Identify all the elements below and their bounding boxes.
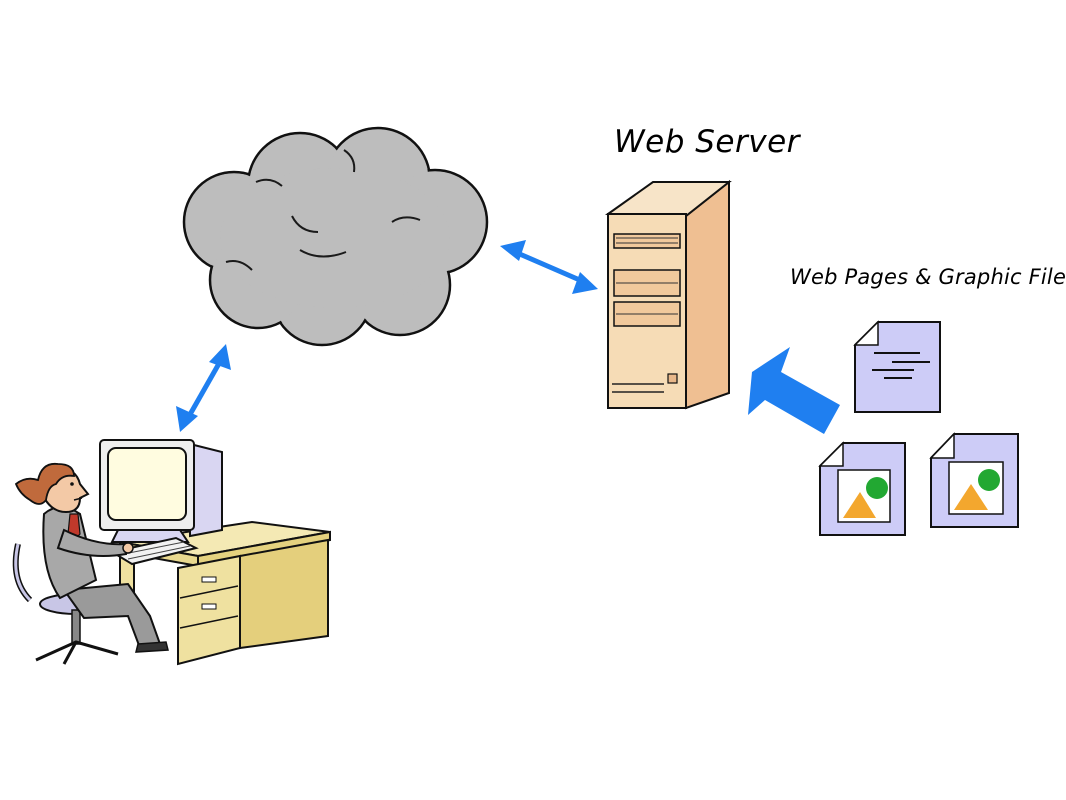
graphic-file-icon [929, 432, 1019, 528]
graphic-file-icon [818, 441, 906, 536]
web-server-label: Web Server [614, 124, 800, 160]
web-page-document-icon [853, 320, 941, 413]
keyboard [109, 536, 199, 566]
person [14, 462, 169, 653]
web-server-tower-icon [604, 179, 732, 410]
cloud-to-server-arrow [500, 240, 598, 294]
upload-arrow-icon [748, 347, 840, 434]
internet-cloud-icon [182, 126, 489, 347]
computer-monitor [99, 439, 223, 543]
user-at-computer-icon [12, 439, 331, 666]
web-files-label: Web Pages & Graphic Files [790, 265, 1066, 289]
desk [119, 520, 331, 666]
user-to-cloud-arrow [176, 344, 231, 432]
